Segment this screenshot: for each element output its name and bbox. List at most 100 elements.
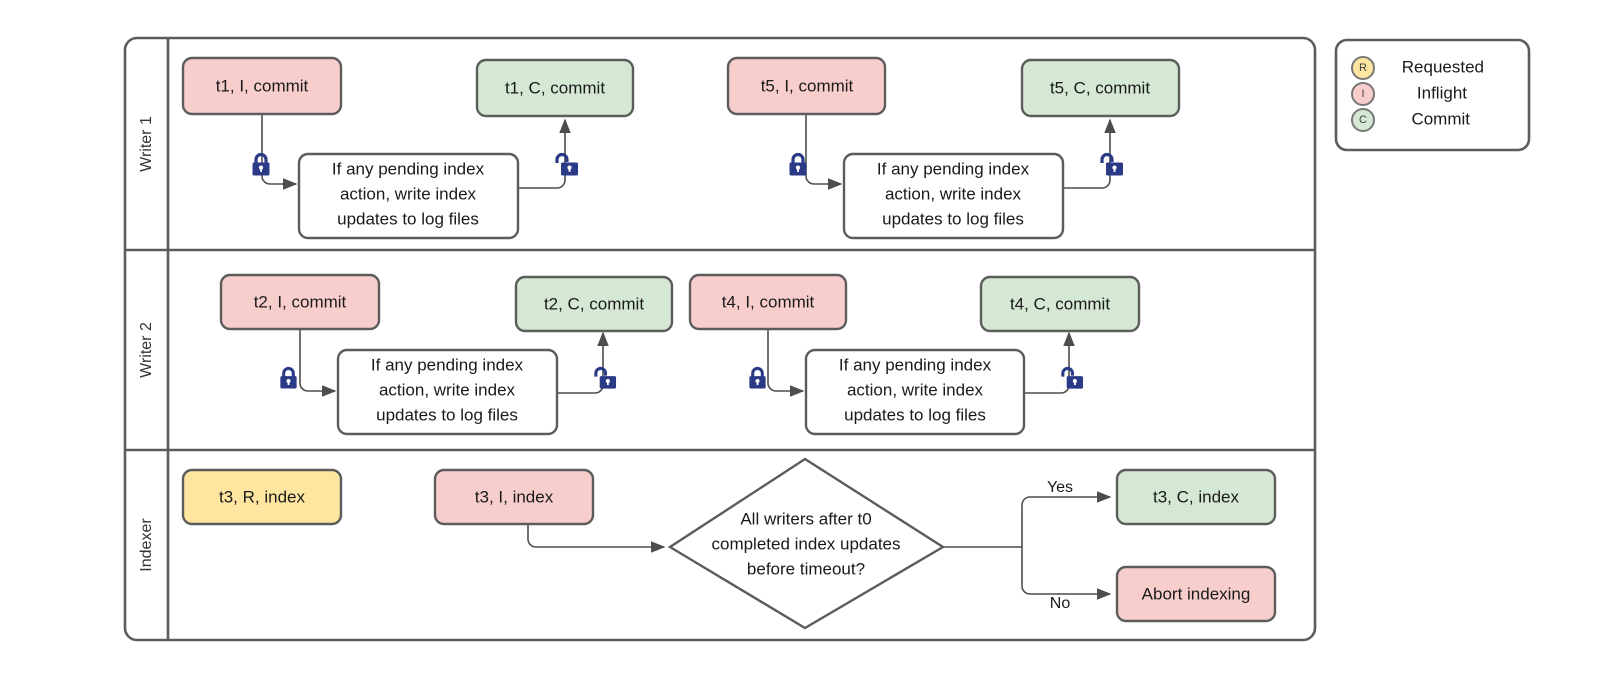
edge-t5-inflight-to-process bbox=[805, 114, 843, 190]
process-line-1: If any pending index bbox=[839, 355, 992, 374]
process-rect[interactable] bbox=[336, 348, 559, 436]
node-label: Abort indexing bbox=[1142, 584, 1251, 603]
decision-line-2: completed index updates bbox=[711, 534, 900, 553]
legend-badge-requested bbox=[1351, 56, 1375, 80]
edge-label-yes: Yes bbox=[1047, 479, 1073, 496]
legend-badge-letter: C bbox=[1359, 114, 1367, 126]
legend-badge-letter: I bbox=[1361, 88, 1364, 100]
node-rect[interactable] bbox=[475, 58, 635, 118]
process-line-3: updates to log files bbox=[337, 209, 479, 228]
process-line-2: action, write index bbox=[885, 184, 1022, 203]
decision-polygon[interactable] bbox=[667, 457, 946, 630]
lane-label-writer-1: Writer 1 bbox=[138, 116, 155, 172]
process-rect[interactable] bbox=[842, 152, 1065, 240]
node-label: t1, I, commit bbox=[216, 76, 309, 95]
process-line-2: action, write index bbox=[847, 380, 984, 399]
node-ix-t3-inflight[interactable]: t3, I, index bbox=[433, 468, 595, 526]
process-w1-left[interactable]: If any pending index action, write index… bbox=[297, 152, 520, 240]
node-w1-t1-inflight[interactable]: t1, I, commit bbox=[181, 56, 343, 116]
decision-timeout-check[interactable]: All writers after t0 completed index upd… bbox=[667, 457, 946, 630]
edge-process-to-t5-commit bbox=[1063, 118, 1116, 189]
writer2-edges bbox=[299, 329, 1075, 397]
process-line-1: If any pending index bbox=[877, 159, 1030, 178]
process-line-1: If any pending index bbox=[332, 159, 485, 178]
node-rect[interactable] bbox=[181, 468, 343, 526]
node-ix-t3-commit[interactable]: t3, C, index bbox=[1115, 468, 1277, 526]
node-rect[interactable] bbox=[181, 56, 343, 116]
process-line-3: updates to log files bbox=[882, 209, 1024, 228]
legend-badge-inflight bbox=[1351, 82, 1375, 106]
node-rect[interactable] bbox=[688, 273, 848, 331]
lock-open-icon bbox=[555, 152, 579, 178]
process-w2-left[interactable]: If any pending index action, write index… bbox=[336, 348, 559, 436]
node-rect[interactable] bbox=[1020, 58, 1181, 118]
node-label: t3, I, index bbox=[475, 487, 554, 506]
node-rect[interactable] bbox=[219, 273, 381, 331]
lane-label-text: Writer 2 bbox=[138, 322, 155, 378]
node-w1-t5-commit[interactable]: t5, C, commit bbox=[1020, 58, 1181, 118]
node-rect[interactable] bbox=[514, 275, 674, 333]
lane-label-writer-2: Writer 2 bbox=[138, 322, 155, 378]
legend-badge-letter: R bbox=[1359, 62, 1367, 74]
lock-closed-icon bbox=[747, 366, 768, 391]
lock-open-icon bbox=[1061, 366, 1084, 391]
process-line-2: action, write index bbox=[340, 184, 477, 203]
node-w2-t2-inflight[interactable]: t2, I, commit bbox=[219, 273, 381, 331]
lock-closed-icon bbox=[278, 366, 299, 391]
node-w2-t4-commit[interactable]: t4, C, commit bbox=[979, 275, 1141, 333]
node-label: t3, R, index bbox=[219, 487, 305, 506]
node-label: t2, I, commit bbox=[254, 292, 347, 311]
node-rect[interactable] bbox=[1115, 565, 1277, 623]
node-w2-t2-commit[interactable]: t2, C, commit bbox=[514, 275, 674, 333]
lane-label-text: Indexer bbox=[138, 518, 155, 572]
edge-label-no: No bbox=[1050, 595, 1071, 612]
edge-process-to-t4-commit bbox=[1023, 331, 1075, 394]
node-ix-abort[interactable]: Abort indexing bbox=[1115, 565, 1277, 623]
edge-process-to-t1-commit bbox=[518, 118, 571, 189]
legend-label-commit: Commit bbox=[1411, 109, 1470, 128]
swimlane-frame bbox=[123, 36, 1317, 642]
process-rect[interactable] bbox=[297, 152, 520, 240]
edge-t3-inflight-to-decision bbox=[527, 523, 666, 553]
lane-label-text: Writer 1 bbox=[138, 116, 155, 172]
edge-decision-yes bbox=[1021, 491, 1112, 547]
node-label: t2, C, commit bbox=[544, 294, 644, 313]
lane-label-indexer: Indexer bbox=[138, 518, 155, 572]
node-label: t3, C, index bbox=[1153, 487, 1239, 506]
node-rect[interactable] bbox=[979, 275, 1141, 333]
node-ix-t3-requested[interactable]: t3, R, index bbox=[181, 468, 343, 526]
decision-line-3: before timeout? bbox=[747, 559, 865, 578]
process-w2-right[interactable]: If any pending index action, write index… bbox=[804, 348, 1026, 436]
legend-item-inflight: I Inflight bbox=[1351, 82, 1467, 106]
lock-closed-icon bbox=[250, 152, 272, 178]
edge-t4-inflight-to-process bbox=[767, 329, 805, 397]
process-rect[interactable] bbox=[804, 348, 1026, 436]
node-w1-t5-inflight[interactable]: t5, I, commit bbox=[726, 56, 887, 116]
lock-open-icon bbox=[1100, 152, 1124, 178]
node-label: t4, C, commit bbox=[1010, 294, 1110, 313]
node-w2-t4-inflight[interactable]: t4, I, commit bbox=[688, 273, 848, 331]
legend-label-requested: Requested bbox=[1402, 57, 1484, 76]
process-line-3: updates to log files bbox=[844, 405, 986, 424]
lock-closed-icon bbox=[787, 152, 809, 178]
process-w1-right[interactable]: If any pending index action, write index… bbox=[842, 152, 1065, 240]
legend-label-inflight: Inflight bbox=[1417, 83, 1467, 102]
legend-item-commit: C Commit bbox=[1351, 108, 1470, 132]
node-rect[interactable] bbox=[726, 56, 887, 116]
legend-item-requested: R Requested bbox=[1351, 56, 1484, 80]
edge-process-to-t2-commit bbox=[557, 331, 609, 394]
node-rect[interactable] bbox=[1115, 468, 1277, 526]
process-line-3: updates to log files bbox=[376, 405, 518, 424]
edge-t2-inflight-to-process bbox=[299, 329, 337, 397]
node-label: t5, C, commit bbox=[1050, 78, 1150, 97]
node-w1-t1-commit[interactable]: t1, C, commit bbox=[475, 58, 635, 118]
edge-decision-no bbox=[1021, 547, 1112, 600]
node-label: t1, C, commit bbox=[505, 78, 605, 97]
lock-open-icon bbox=[594, 366, 617, 391]
process-line-1: If any pending index bbox=[371, 355, 524, 374]
process-line-2: action, write index bbox=[379, 380, 516, 399]
node-rect[interactable] bbox=[433, 468, 595, 526]
decision-line-1: All writers after t0 bbox=[740, 509, 871, 528]
